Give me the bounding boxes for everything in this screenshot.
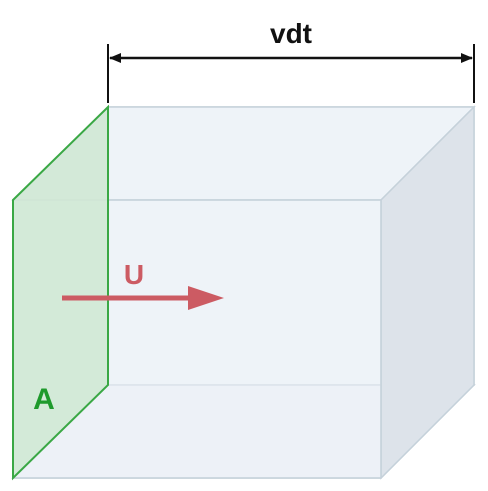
velocity-label: U — [124, 259, 144, 290]
velocity-arrow-head — [188, 286, 224, 310]
width-dimension: vdt — [107, 18, 475, 103]
velocity-arrow: U — [62, 259, 224, 310]
width-label: vdt — [270, 18, 312, 49]
area-face-fill — [12, 104, 109, 481]
box — [11, 105, 476, 480]
area-face: A — [12, 104, 109, 481]
area-label: A — [33, 383, 55, 416]
